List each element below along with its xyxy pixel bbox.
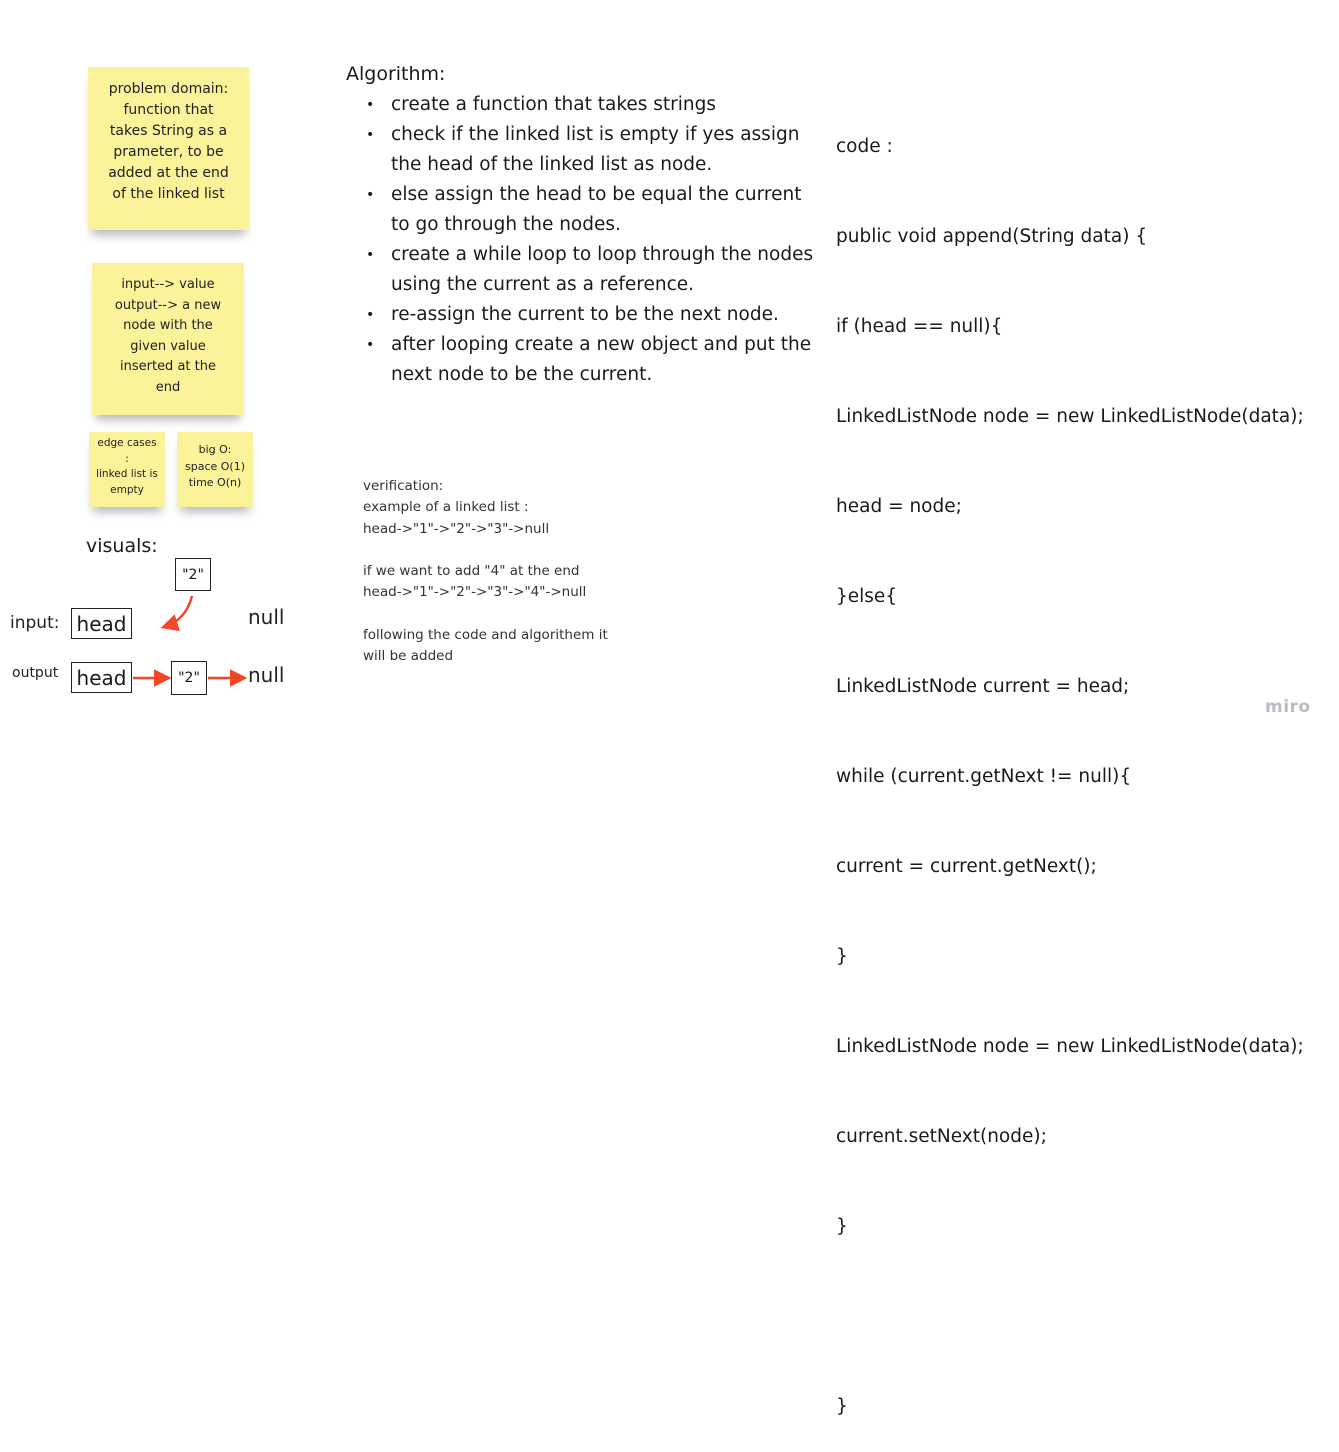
- edge-cases-text: edge cases : linked list is empty: [96, 437, 158, 496]
- head-box-input[interactable]: head: [71, 608, 132, 639]
- code-line: }else{: [836, 586, 898, 607]
- code-line: while (current.getNext != null){: [836, 766, 1132, 787]
- code-line: code :: [836, 136, 893, 157]
- code-line: }: [836, 1216, 848, 1237]
- algorithm-steps[interactable]: create a function that takes strings che…: [366, 90, 816, 390]
- algorithm-step: create a function that takes strings: [366, 90, 816, 120]
- node-value: "2": [182, 566, 204, 583]
- miro-logo: miro: [1265, 697, 1311, 717]
- head-label: head: [76, 665, 127, 690]
- algorithm-step: else assign the head to be equal the cur…: [366, 180, 816, 240]
- null-label-output: null: [248, 663, 285, 687]
- verification-text[interactable]: verification: example of a linked list :…: [363, 478, 608, 665]
- algorithm-step: after looping create a new object and pu…: [366, 330, 816, 390]
- code-line: LinkedListNode current = head;: [836, 676, 1130, 697]
- null-label-input: null: [248, 605, 285, 629]
- sticky-edge-cases[interactable]: edge cases : linked list is empty: [89, 432, 165, 507]
- code-line: LinkedListNode node = new LinkedListNode…: [836, 406, 1304, 427]
- sticky-problem-domain[interactable]: problem domain: function that takes Stri…: [88, 67, 249, 230]
- code-line: current = current.getNext();: [836, 856, 1097, 877]
- input-label: input:: [10, 613, 60, 633]
- code-line: if (head == null){: [836, 316, 1003, 337]
- algorithm-step: check if the linked list is empty if yes…: [366, 120, 816, 180]
- input-output-text: input--> value output--> a new node with…: [114, 277, 222, 395]
- code-line: current.setNext(node);: [836, 1126, 1047, 1147]
- node-box-input[interactable]: "2": [175, 558, 211, 591]
- head-label: head: [76, 611, 127, 636]
- big-o-text: big O: space O(1) time O(n): [184, 443, 245, 489]
- algorithm-step: create a while loop to loop through the …: [366, 240, 816, 300]
- arrows-layer: [133, 595, 248, 687]
- code-line: public void append(String data) {: [836, 226, 1148, 247]
- sticky-input-output[interactable]: input--> value output--> a new node with…: [92, 263, 244, 415]
- curved-arrow: [160, 595, 194, 632]
- node-value: "2": [178, 670, 200, 686]
- sticky-big-o[interactable]: big O: space O(1) time O(n): [177, 432, 253, 507]
- code-line: head = node;: [836, 496, 962, 517]
- algorithm-step: re-assign the current to be the next nod…: [366, 300, 816, 330]
- output-label: output: [12, 665, 59, 681]
- code-line: [836, 1302, 1304, 1332]
- algorithm-title[interactable]: Algorithm:: [346, 63, 446, 85]
- node-box-output[interactable]: "2": [171, 661, 207, 695]
- head-box-output[interactable]: head: [71, 662, 132, 693]
- code-line: }: [836, 1396, 848, 1417]
- problem-domain-text: problem domain: function that takes Stri…: [108, 81, 229, 202]
- visuals-title[interactable]: visuals:: [86, 535, 158, 557]
- code-line: LinkedListNode node = new LinkedListNode…: [836, 1036, 1304, 1057]
- code-line: }: [836, 946, 848, 967]
